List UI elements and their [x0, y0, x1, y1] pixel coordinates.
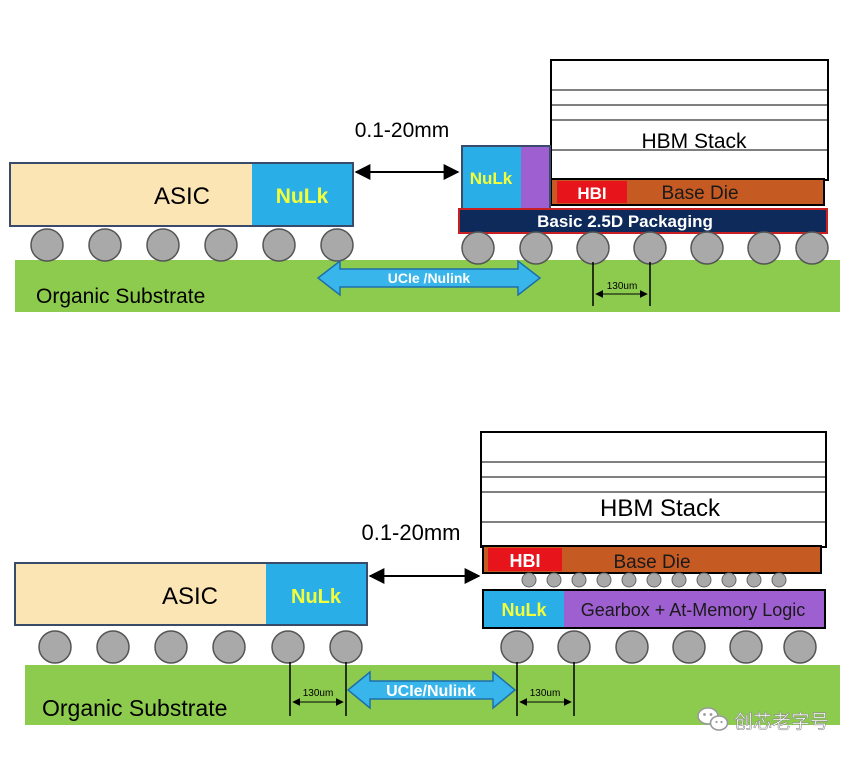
top-base-die-label: Base Die [661, 183, 738, 204]
bottom-link-label: UCIe/Nulink [386, 683, 476, 700]
bottom-pitch-dimension-left: 130um [289, 662, 347, 716]
top-asic-label: ASIC [154, 183, 210, 210]
top-hbi-block [557, 181, 627, 203]
bottom-asic-label: ASIC [162, 583, 218, 610]
bottom-hbm-nulk-label: NuLk [502, 600, 548, 620]
bottom-pitch-right-label: 130um [530, 688, 561, 699]
top-hbm-stack: HBM Stack [550, 59, 829, 181]
wechat-icon [697, 707, 729, 731]
bottom-asic-nulk-block [266, 564, 366, 624]
bottom-diagram: Organic Substrate ASIC NuLk HBM Stack HB… [14, 431, 840, 725]
top-asic-die: ASIC NuLk [9, 162, 354, 227]
bottom-substrate-label: Organic Substrate [42, 695, 227, 721]
top-asic-nulk-label: NuLk [276, 185, 329, 208]
bottom-pitch-dimension-right: 130um [516, 662, 575, 716]
top-diagram: Organic Substrate ASIC NuLk HBM Stack HB… [9, 59, 840, 312]
top-packaging-label: Basic 2.5D Packaging [537, 212, 713, 231]
bottom-pitch-left-label: 130um [303, 688, 334, 699]
bottom-solder-bumps [38, 630, 817, 664]
top-hbi-label: HBI [577, 184, 606, 203]
watermark-text: 创芯老字号 [734, 711, 829, 733]
bottom-asic-die: ASIC NuLk [14, 562, 368, 626]
top-base-die: HBI Base Die [550, 178, 825, 206]
bottom-gearbox-die: NuLk Gearbox + At-Memory Logic [482, 589, 826, 629]
bottom-hbm-stack: HBM Stack [480, 431, 827, 548]
bottom-hbi-label: HBI [510, 551, 541, 571]
top-link-label: UCIe /Nulink [388, 270, 471, 286]
bottom-base-die-label: Base Die [613, 552, 690, 573]
top-solder-bumps [30, 228, 829, 265]
bottom-micro-bumps [521, 572, 787, 588]
top-hbm-nulk-die: NuLk [461, 145, 551, 210]
top-link-arrow: UCIe /Nulink [316, 259, 542, 297]
top-pitch-label: 130um [607, 281, 638, 292]
top-hbm-stack-label: HBM Stack [641, 130, 747, 153]
bottom-asic-nulk-label: NuLk [291, 586, 342, 608]
top-packaging-layer: Basic 2.5D Packaging [458, 208, 828, 234]
top-substrate-label: Organic Substrate [36, 285, 205, 308]
top-distance-label: 0.1-20mm [355, 119, 450, 142]
bottom-hbi-block [488, 548, 562, 571]
bottom-base-die: HBI Base Die [482, 545, 822, 574]
bottom-link-arrow: UCIe/Nulink [346, 670, 517, 710]
bottom-hbm-stack-label: HBM Stack [600, 495, 721, 522]
bottom-gearbox-label: Gearbox + At-Memory Logic [581, 600, 806, 620]
top-pitch-dimension: 130um [592, 262, 651, 306]
top-asic-nulk-block [252, 164, 352, 225]
bottom-hbm-nulk-block [484, 591, 564, 627]
top-hbm-nulk-label: NuLk [470, 169, 513, 188]
watermark: 创芯老字号 [697, 707, 829, 733]
bottom-distance-label: 0.1-20mm [361, 520, 460, 545]
